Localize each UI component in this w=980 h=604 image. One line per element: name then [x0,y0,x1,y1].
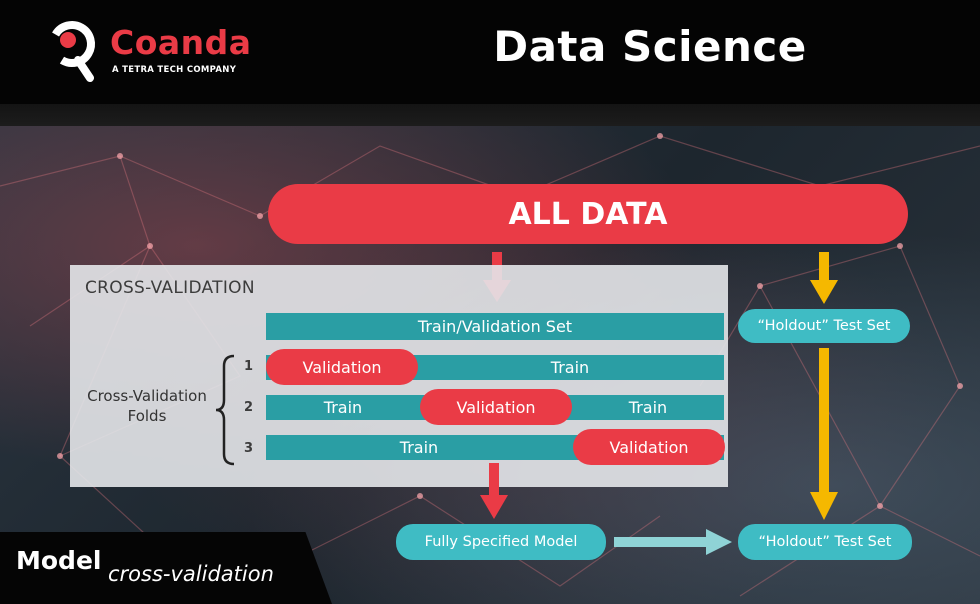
arrow-down-red-icon [480,463,508,519]
fold-2-validation: Validation [420,389,572,425]
fold-number-1: 1 [244,359,254,374]
fold-3-validation: Validation [573,429,725,465]
train-validation-set-label: Train/Validation Set [417,317,573,336]
brand-name: Coanda [110,23,252,62]
fold-2-train-right-label: Train [628,398,668,417]
fully-specified-model-pill: Fully Specified Model [396,524,606,560]
page-title: Data Science [493,22,807,71]
folds-label-line1: Cross-Validation [87,387,207,405]
all-data-bar: ALL DATA [268,184,908,244]
arrow-down-yellow-icon [810,252,838,304]
cross-validation-title: CROSS-VALIDATION [85,278,255,298]
coanda-logo-icon [49,20,95,82]
fold-number-2: 2 [244,400,254,415]
train-validation-set-bar: Train/Validation Set [266,313,724,340]
arrow-right-teal-icon [614,529,732,555]
footer-label-box [0,532,332,604]
footer-title: Model [16,546,102,575]
fold-2-train-left-label: Train [323,398,363,417]
fold-number-3: 3 [244,441,254,456]
header [0,0,980,104]
holdout-test-set-top: “Holdout” Test Set [738,309,910,343]
arrow-down-yellow-long-icon [810,348,838,520]
brand-tagline: A TETRA TECH COMPANY [112,65,237,75]
fold-1-validation: Validation [266,349,418,385]
fold-1-train-label: Train [550,358,590,377]
fold-3-train-label: Train [399,438,439,457]
header-divider [0,104,980,126]
holdout-test-set-bottom: “Holdout” Test Set [738,524,912,560]
cross-validation-folds-label: Cross-Validation Folds [74,386,220,427]
folds-brace-icon [216,354,235,466]
footer-subtitle: cross-validation [108,562,274,586]
folds-label-line2: Folds [127,407,167,426]
